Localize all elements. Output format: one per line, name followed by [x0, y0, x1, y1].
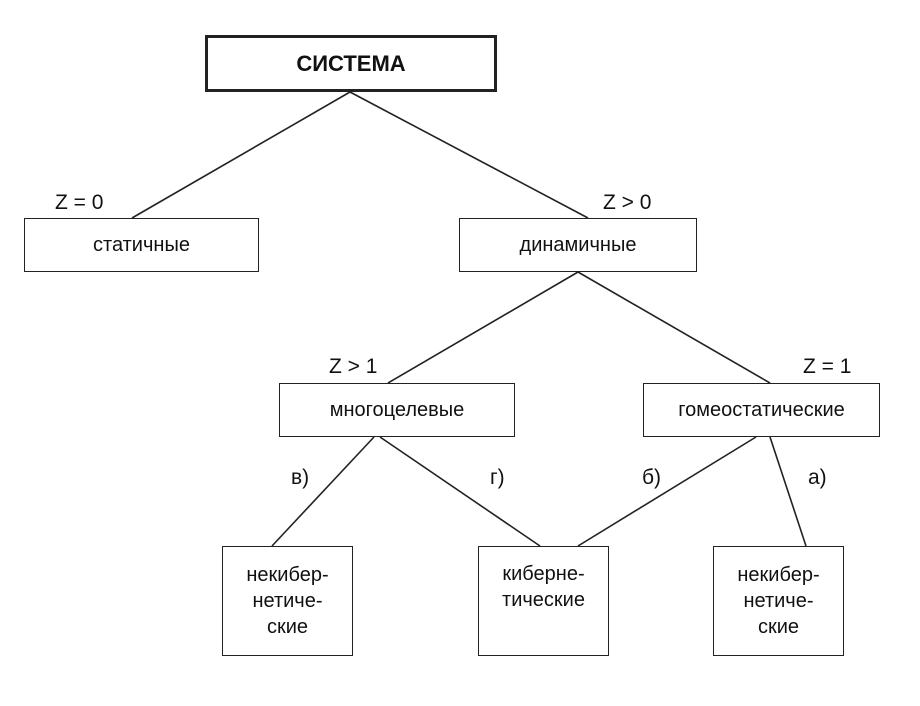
edge-dynamic-homeo [577, 271, 771, 384]
node-noncybernetic-right-line-2: нетиче- [743, 590, 814, 612]
edge-label-a: а) [808, 466, 827, 489]
edge-multi-cyber [379, 436, 541, 547]
edge-label-z-multi: Z > 1 [329, 355, 378, 378]
node-dynamic-label: динамичные [519, 234, 637, 256]
node-system-label: СИСТЕМА [296, 50, 406, 76]
edge-label-z-dynamic: Z > 0 [603, 191, 652, 214]
node-cybernetic: киберне- тические [478, 546, 609, 656]
node-multipurpose-label: многоцелевые [329, 399, 465, 421]
edge-root-dynamic [349, 91, 589, 219]
node-multipurpose: многоцелевые [279, 383, 515, 437]
node-dynamic: динамичные [459, 218, 697, 272]
node-noncybernetic-left-line-2: нетиче- [252, 590, 323, 612]
node-noncybernetic-left-line-1: некибер- [246, 564, 329, 586]
edge-label-v: в) [291, 466, 310, 489]
node-noncybernetic-right-line-3: ские [757, 616, 800, 638]
node-noncybernetic-left-line-3: ские [266, 616, 309, 638]
edge-label-b: б) [642, 466, 662, 489]
edge-label-z-static: Z = 0 [55, 191, 104, 214]
node-noncybernetic-right: некибер- нетиче- ские [713, 546, 844, 656]
edge-homeo-noncyber-right [769, 436, 807, 547]
node-static: статичные [24, 218, 259, 272]
edge-dynamic-multi [387, 271, 579, 384]
node-homeostatic-label: гомеостатические [678, 399, 845, 421]
node-cybernetic-line-1: киберне- [502, 563, 585, 585]
edge-homeo-cyber [577, 436, 757, 547]
node-homeostatic: гомеостатические [643, 383, 880, 437]
node-cybernetic-line-2: тические [502, 589, 585, 611]
node-noncybernetic-left: некибер- нетиче- ские [222, 546, 353, 656]
node-static-label: статичные [93, 234, 190, 256]
edge-root-static [131, 91, 351, 219]
node-system: СИСТЕМА [205, 35, 497, 92]
edge-label-g: г) [490, 466, 505, 489]
node-noncybernetic-right-line-1: некибер- [737, 564, 820, 586]
edge-label-z-homeo: Z = 1 [803, 355, 852, 378]
edge-multi-noncyber-left [271, 436, 375, 547]
